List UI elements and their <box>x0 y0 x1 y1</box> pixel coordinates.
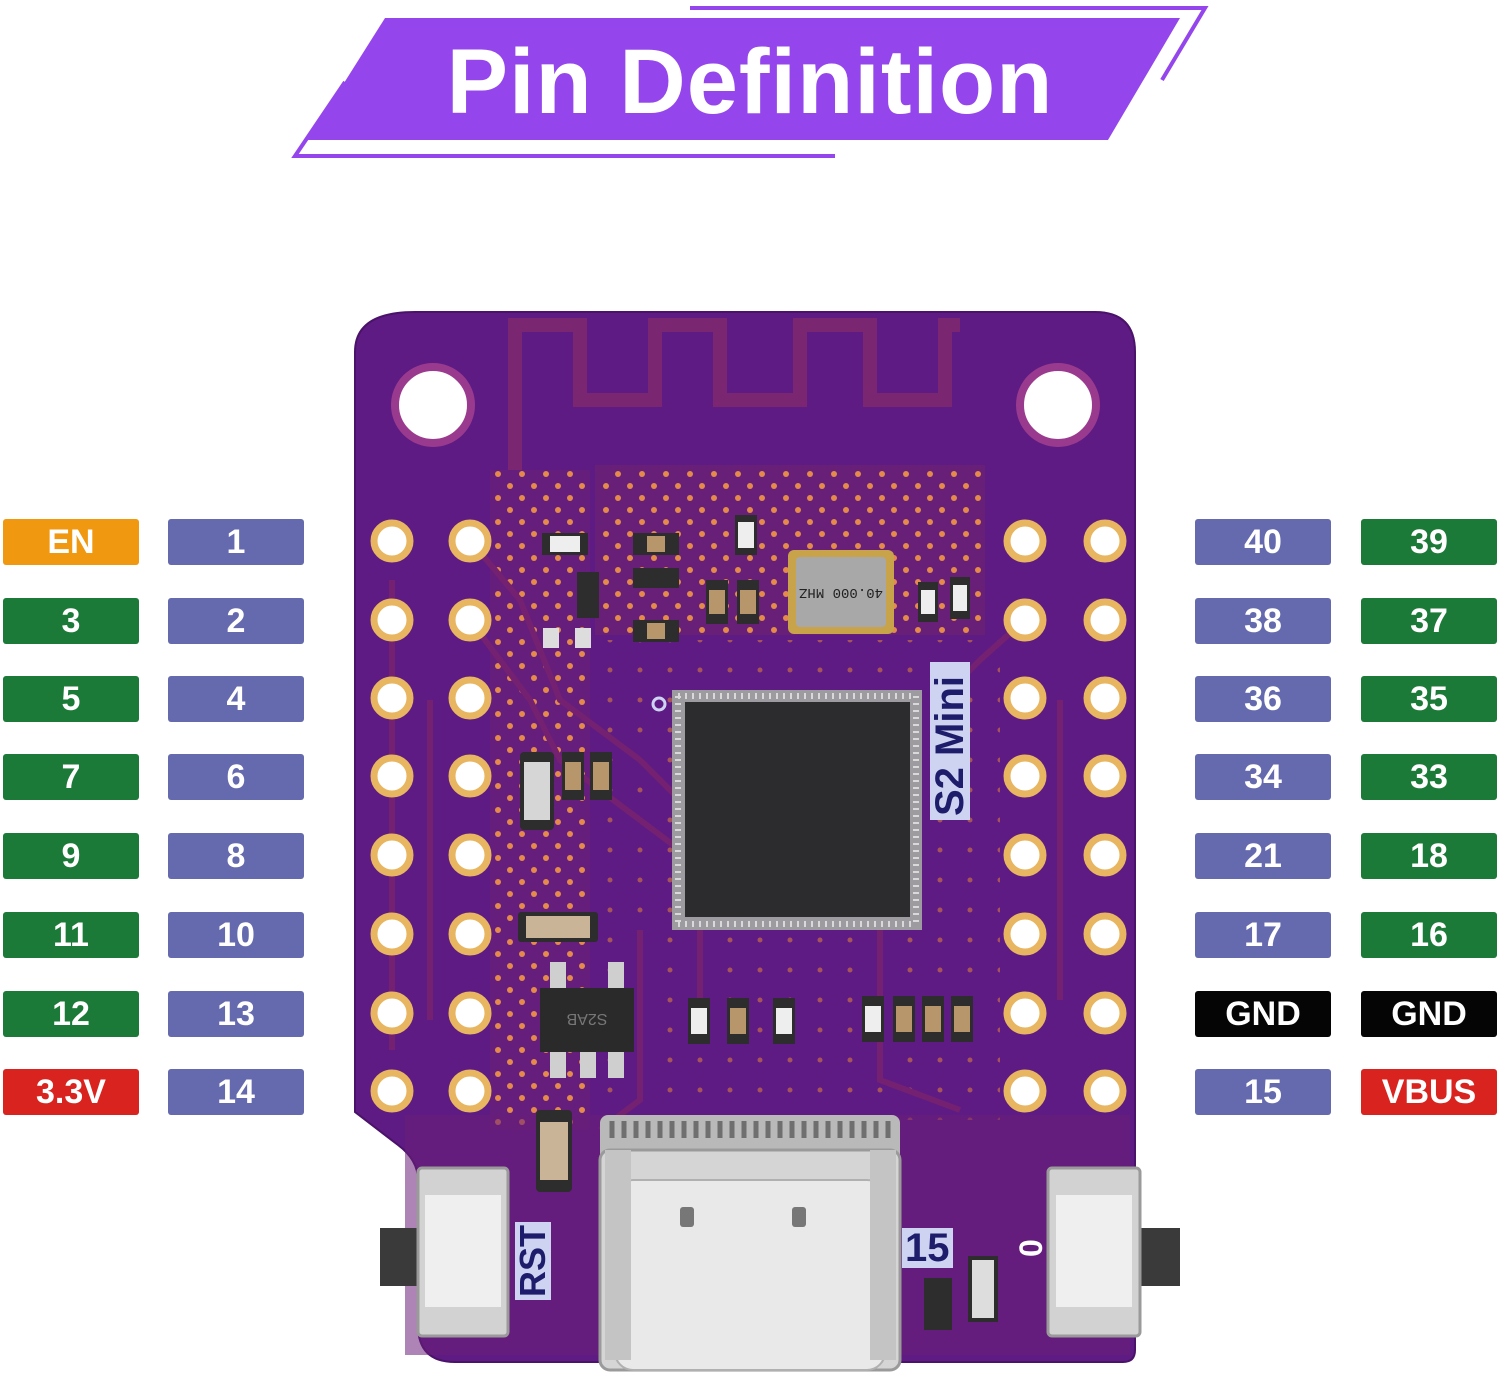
banner-shape <box>291 6 1209 158</box>
right-gpio-label: 38 <box>1195 598 1331 644</box>
right-gpio-label: 21 <box>1195 833 1331 879</box>
board-model-label: S2 Mini <box>928 662 972 820</box>
crystal-oscillator: 40.000 MHZ <box>788 550 894 634</box>
right-function-label: GND <box>1361 991 1497 1037</box>
right-gpio-label: 17 <box>1195 912 1331 958</box>
title-banner: Pin Definition <box>0 0 1500 170</box>
left-function-label: 9 <box>3 833 139 879</box>
voltage-regulator: S2AB <box>540 962 634 1078</box>
right-gpio-label: 36 <box>1195 676 1331 722</box>
antenna-trace <box>508 318 960 470</box>
left-function-label: 12 <box>3 991 139 1037</box>
reset-button <box>380 1166 510 1338</box>
left-function-label: 3 <box>3 598 139 644</box>
left-gpio-label: 13 <box>168 991 304 1037</box>
right-gpio-label: 34 <box>1195 754 1331 800</box>
led-silkscreen-label: 15 <box>902 1228 953 1268</box>
crystal-text: 40.000 MHZ <box>799 584 883 600</box>
left-gpio-label: 8 <box>168 833 304 879</box>
left-function-label: 11 <box>3 912 139 958</box>
mounting-hole-right <box>1016 363 1100 447</box>
right-gpio-label: GND <box>1195 991 1331 1037</box>
esp32-s2-chip <box>651 690 922 930</box>
right-function-label: 39 <box>1361 519 1497 565</box>
boot-button <box>1046 1166 1180 1338</box>
left-gpio-label: 1 <box>168 519 304 565</box>
right-function-label: 33 <box>1361 754 1497 800</box>
right-function-label: 16 <box>1361 912 1497 958</box>
reset-silkscreen-label: RST <box>512 1222 553 1300</box>
left-gpio-label: 4 <box>168 676 304 722</box>
usb-c-connector <box>598 1115 902 1372</box>
right-function-label: VBUS <box>1361 1069 1497 1115</box>
page-title: Pin Definition <box>446 30 1054 133</box>
header-pads <box>370 519 1127 1113</box>
regulator-text: S2AB <box>567 1010 608 1027</box>
left-function-label: 7 <box>3 754 139 800</box>
left-gpio-label: 2 <box>168 598 304 644</box>
left-function-label: EN <box>3 519 139 565</box>
smd-components <box>518 515 998 1330</box>
left-function-label: 5 <box>3 676 139 722</box>
right-function-label: 18 <box>1361 833 1497 879</box>
boot-silkscreen-label: 0 <box>1013 1239 1049 1257</box>
right-function-label: 35 <box>1361 676 1497 722</box>
right-gpio-label: 40 <box>1195 519 1331 565</box>
mounting-hole-left <box>391 363 475 447</box>
right-gpio-label: 15 <box>1195 1069 1331 1115</box>
right-function-label: 37 <box>1361 598 1497 644</box>
left-gpio-label: 6 <box>168 754 304 800</box>
left-function-label: 3.3V <box>3 1069 139 1115</box>
left-gpio-label: 10 <box>168 912 304 958</box>
left-gpio-label: 14 <box>168 1069 304 1115</box>
